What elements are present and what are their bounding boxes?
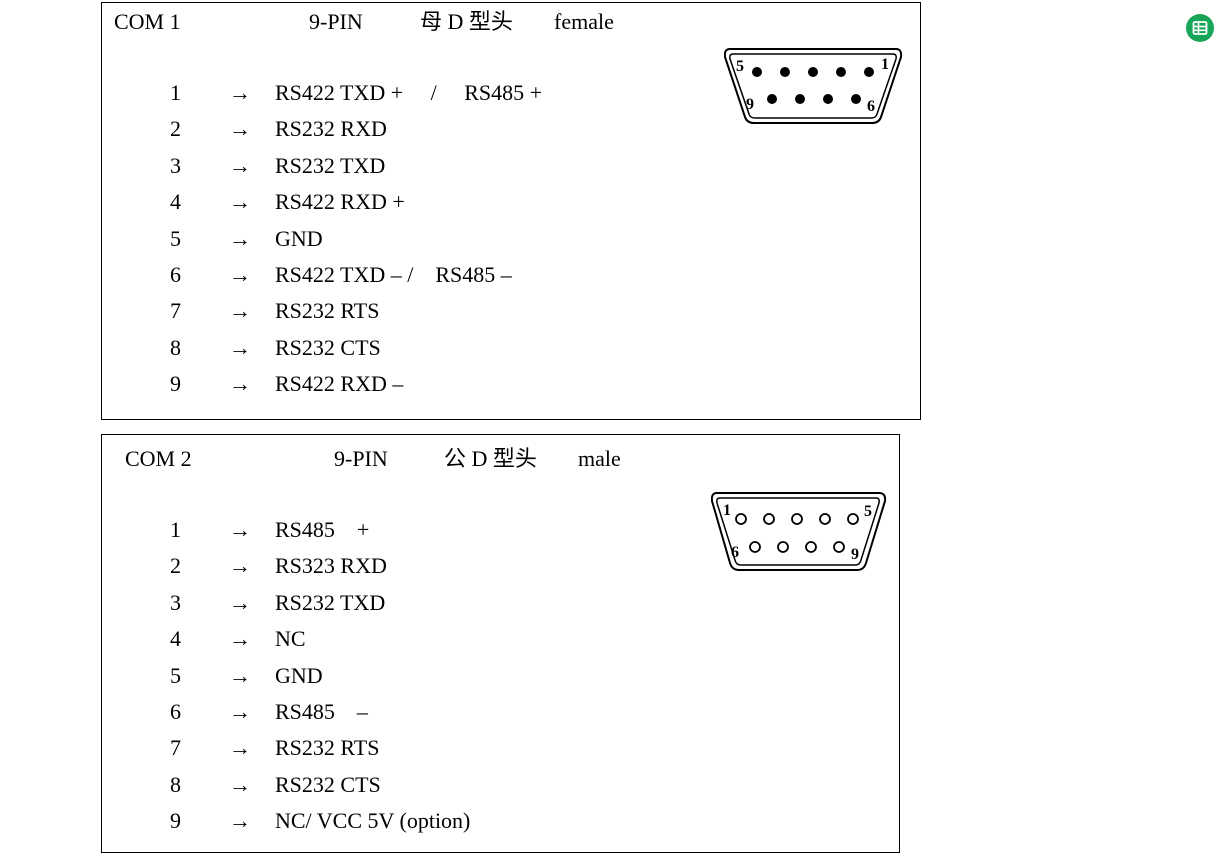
pin-signal: NC bbox=[275, 626, 306, 652]
pin-signal: RS422 TXD + / RS485 + bbox=[275, 80, 543, 105]
pin-signal: RS485 + bbox=[275, 517, 370, 542]
connector-pin-label: 5 bbox=[736, 58, 744, 75]
pin-signal: RS232 CTS bbox=[275, 334, 381, 360]
pin-number: 3 bbox=[170, 152, 181, 178]
connector-pin-label: 6 bbox=[867, 98, 875, 115]
com2-pin-count: 9-PIN bbox=[334, 446, 388, 471]
arrow-right-icon: → bbox=[229, 771, 251, 797]
com1-port-label: COM 1 bbox=[114, 9, 181, 34]
pin-row: 7 → RS232 RTS bbox=[102, 730, 899, 766]
connector-pin-label: 9 bbox=[746, 96, 754, 113]
arrow-right-icon: → bbox=[229, 662, 251, 688]
pin-number: 6 bbox=[170, 262, 181, 287]
pin-number: 9 bbox=[170, 371, 181, 397]
arrow-right-icon: → bbox=[229, 152, 251, 178]
pin-number: 4 bbox=[170, 626, 181, 652]
pin-signal: GND bbox=[275, 225, 323, 251]
pin-number: 5 bbox=[170, 662, 181, 688]
arrow-right-icon: → bbox=[229, 808, 251, 834]
pin-number: 9 bbox=[170, 808, 181, 834]
arrow-right-icon: → bbox=[229, 80, 251, 105]
pin-number: 7 bbox=[170, 298, 181, 324]
pin-row: 6 → RS485 – bbox=[102, 694, 899, 730]
pin-signal: RS232 RTS bbox=[275, 298, 380, 324]
db9-female-connector-icon: 5 1 9 6 bbox=[724, 48, 903, 124]
com2-port-label: COM 2 bbox=[125, 446, 192, 471]
pin-row: 2 → RS323 RXD bbox=[102, 548, 899, 584]
pin-signal: NC/ VCC 5V (option) bbox=[275, 808, 471, 834]
pin-row: 9 → NC/ VCC 5V (option) bbox=[102, 803, 899, 839]
pin-row: 4 → NC bbox=[102, 621, 899, 657]
pin-signal: RS232 RTS bbox=[275, 735, 380, 761]
pin-row: 5 → GND bbox=[102, 221, 920, 257]
connector-pin-label: 1 bbox=[723, 502, 731, 519]
pin-signal: GND bbox=[275, 662, 323, 688]
com2-connector-type-en: male bbox=[578, 446, 621, 471]
table-grid-icon bbox=[1192, 21, 1208, 35]
arrow-right-icon: → bbox=[229, 334, 251, 360]
pin-number: 2 bbox=[170, 116, 181, 142]
pin-row: 2 → RS232 RXD bbox=[102, 111, 920, 147]
arrow-right-icon: → bbox=[229, 225, 251, 251]
connector-pin-label: 9 bbox=[851, 546, 859, 563]
arrow-right-icon: → bbox=[229, 553, 251, 579]
pin-row: 7 → RS232 RTS bbox=[102, 293, 920, 329]
pin-signal: RS232 RXD bbox=[275, 116, 387, 142]
pin-signal: RS232 CTS bbox=[275, 771, 381, 797]
connector-pin-label: 6 bbox=[731, 544, 739, 561]
pin-signal: RS485 – bbox=[275, 699, 368, 724]
pin-signal: RS422 TXD – / RS485 – bbox=[275, 262, 512, 287]
pin-number: 8 bbox=[170, 771, 181, 797]
com2-pinout-box: COM 2 9-PIN 公 D 型头 male 1 → RS485 + 2 → RS323… bbox=[101, 434, 900, 853]
com1-connector-type-en: female bbox=[554, 9, 614, 34]
connector-pin-label: 1 bbox=[881, 56, 889, 73]
pin-row: 8 → RS232 CTS bbox=[102, 330, 920, 366]
pin-signal: RS232 TXD bbox=[275, 589, 386, 615]
pin-number: 6 bbox=[170, 699, 181, 724]
arrow-right-icon: → bbox=[229, 189, 251, 215]
arrow-right-icon: → bbox=[229, 589, 251, 615]
pin-number: 3 bbox=[170, 589, 181, 615]
com1-connector-type-cn: 母 D 型头 bbox=[420, 9, 513, 34]
pin-row: 3 → RS232 TXD bbox=[102, 585, 899, 621]
pin-row: 5 → GND bbox=[102, 658, 899, 694]
connector-pin-label: 5 bbox=[864, 503, 872, 520]
pin-row: 1 → RS422 TXD + / RS485 + bbox=[102, 75, 920, 111]
arrow-right-icon: → bbox=[229, 626, 251, 652]
arrow-right-icon: → bbox=[229, 262, 251, 287]
pin-number: 8 bbox=[170, 334, 181, 360]
arrow-right-icon: → bbox=[229, 298, 251, 324]
arrow-right-icon: → bbox=[229, 116, 251, 142]
pin-number: 2 bbox=[170, 553, 181, 579]
pin-row: 1 → RS485 + bbox=[102, 512, 899, 548]
pin-signal: RS323 RXD bbox=[275, 553, 387, 579]
spreadsheet-icon[interactable] bbox=[1186, 14, 1214, 42]
pin-row: 6 → RS422 TXD – / RS485 – bbox=[102, 257, 920, 293]
pin-signal: RS422 RXD – bbox=[275, 371, 404, 397]
pin-number: 4 bbox=[170, 189, 181, 215]
com1-pinout-box: COM 1 9-PIN 母 D 型头 female 1 → RS422 TXD + … bbox=[101, 2, 921, 420]
pin-row: 4 → RS422 RXD + bbox=[102, 184, 920, 220]
com1-pin-count: 9-PIN bbox=[309, 9, 363, 34]
db9-male-connector-icon: 1 5 6 9 bbox=[711, 492, 887, 571]
arrow-right-icon: → bbox=[229, 371, 251, 397]
pin-number: 5 bbox=[170, 225, 181, 251]
arrow-right-icon: → bbox=[229, 699, 251, 724]
com2-connector-type-cn: 公 D 型头 bbox=[444, 446, 537, 471]
pin-row: 8 → RS232 CTS bbox=[102, 767, 899, 803]
arrow-right-icon: → bbox=[229, 735, 251, 761]
pin-number: 1 bbox=[170, 80, 181, 105]
pin-number: 1 bbox=[170, 517, 181, 542]
pin-row: 9 → RS422 RXD – bbox=[102, 366, 920, 402]
pin-number: 7 bbox=[170, 735, 181, 761]
pin-signal: RS422 RXD + bbox=[275, 189, 405, 215]
arrow-right-icon: → bbox=[229, 517, 251, 542]
pin-signal: RS232 TXD bbox=[275, 152, 386, 178]
pin-row: 3 → RS232 TXD bbox=[102, 148, 920, 184]
